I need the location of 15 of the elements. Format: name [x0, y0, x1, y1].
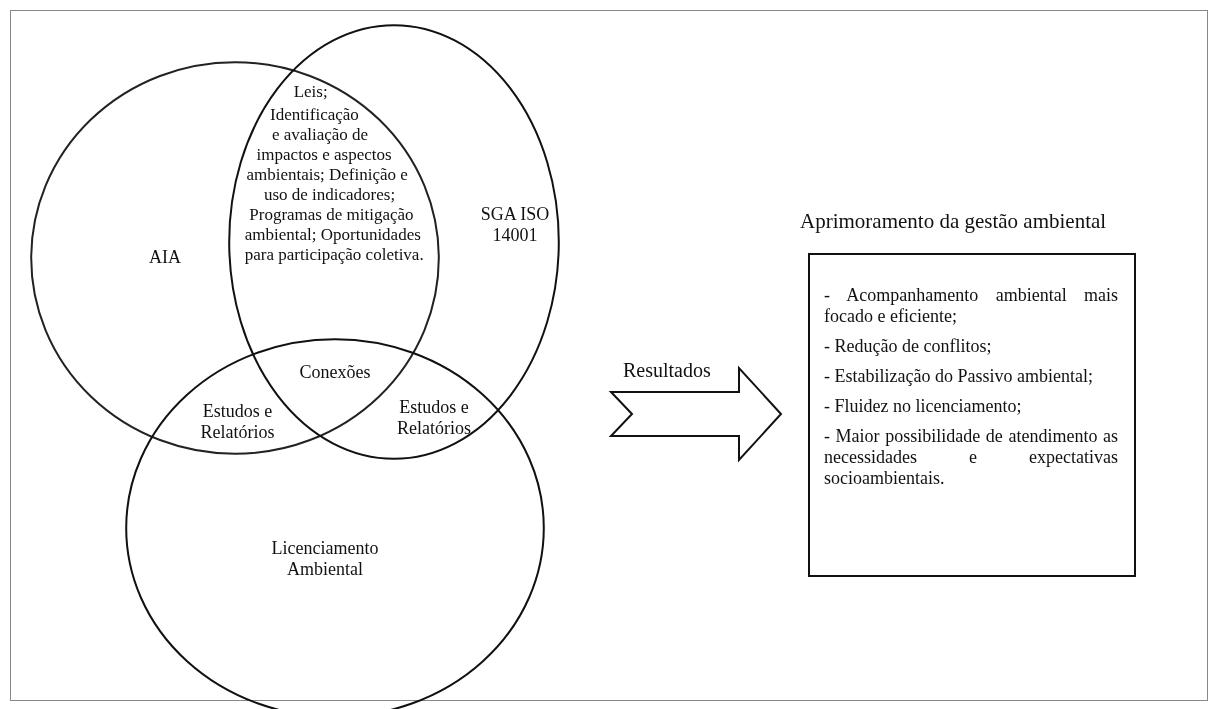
- list-item: - Maior possibilidade de atendimento as necessidades e expectativas socioambientais.: [824, 426, 1118, 489]
- list-item: - Redução de conflitos;: [824, 336, 993, 357]
- venn-label: AIA: [148, 247, 182, 268]
- panel-heading: Aprimoramento da gestão ambiental: [800, 208, 1107, 234]
- venn-label: SGA ISO 14001: [479, 204, 551, 246]
- block-arrow: [608, 365, 783, 463]
- edge-label: Resultados: [623, 358, 711, 382]
- region-label: Estudos e Relatórios: [396, 397, 472, 439]
- list-item: - Estabilização do Passivo ambiental;: [824, 366, 1094, 387]
- list-item: - Fluidez no licenciamento;: [824, 396, 1023, 417]
- overlap-text: Leis; Identificação e avaliação de impactos e aspectos ambientais; Definição e uso de indicadores; Programas de mitigação ambiental; Oportunidades para participação coletiva.: [244, 82, 424, 264]
- region-label: Conexões: [298, 362, 372, 383]
- region-label: Estudos e Relatórios: [199, 401, 276, 443]
- venn-label: Licenciamento Ambiental: [270, 538, 380, 580]
- list-item: - Acompanhamento ambiental mais focado e eficiente;: [824, 285, 1118, 327]
